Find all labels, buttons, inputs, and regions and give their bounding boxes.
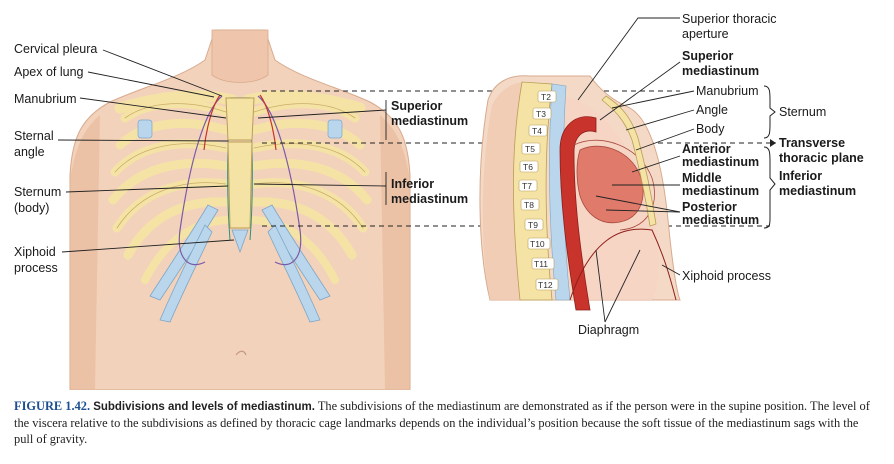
label-transverse-thoracic-plane-line2: thoracic plane xyxy=(779,151,864,165)
right-leader-lines xyxy=(577,17,695,323)
sternum-brace xyxy=(763,85,776,139)
left-labels: Cervical pleura Apex of lung Manubrium S… xyxy=(14,42,97,275)
lateral-section-illustration: T2 T3 T4 T5 T6 T7 T8 T9 T10 T11 T12 xyxy=(479,75,681,311)
vertebra-labels: T2 T3 T4 T5 T6 T7 T8 T9 T10 T11 T12 xyxy=(518,90,559,291)
inferior-mediastinum-brace xyxy=(763,146,776,229)
rib-cage xyxy=(108,99,372,284)
label-sternum-body-line2: (body) xyxy=(14,201,49,215)
label-inferior-mediastinum-right-line1: Inferior xyxy=(779,169,822,183)
diaphragm-line xyxy=(569,228,677,301)
caption-text: The subdivisions of the mediastinum are … xyxy=(14,399,870,446)
vertebra-t7: T7 xyxy=(522,181,532,191)
left-clavicle xyxy=(114,90,238,114)
label-apex-of-lung: Apex of lung xyxy=(14,65,84,79)
vertebra-t12: T12 xyxy=(538,280,553,290)
label-inferior-mediastinum-mid-line2: mediastinum xyxy=(391,192,468,206)
heart xyxy=(576,145,644,224)
label-manubrium-left: Manubrium xyxy=(14,92,77,106)
costal-cartilages xyxy=(137,119,343,323)
label-superior-thoracic-aperture-line1: Superior thoracic xyxy=(682,12,777,26)
label-manubrium-right: Manubrium xyxy=(696,84,759,98)
vertebra-t8: T8 xyxy=(524,200,534,210)
label-xiphoid-left-line1: Xiphoid xyxy=(14,245,56,259)
label-sternal-angle-line1: Sternal xyxy=(14,129,54,143)
vertebra-t9: T9 xyxy=(528,220,538,230)
mediastinum-figure: Cervical pleura Apex of lung Manubrium S… xyxy=(14,12,864,390)
label-posterior-mediastinum-line1: Posterior xyxy=(682,200,737,214)
vertebra-t3: T3 xyxy=(536,109,546,119)
sternum-front xyxy=(225,97,255,254)
caption-title: Subdivisions and levels of mediastinum. xyxy=(93,401,315,413)
right-labels: Superior thoracic aperture Superior medi… xyxy=(578,12,864,337)
vertebra-t2: T2 xyxy=(541,92,551,102)
label-superior-thoracic-aperture-line2: aperture xyxy=(682,27,729,41)
label-superior-mediastinum-right-line1: Superior xyxy=(682,49,734,63)
label-superior-mediastinum-right-line2: mediastinum xyxy=(682,64,759,78)
sternum-side xyxy=(601,95,657,227)
vertebra-t5: T5 xyxy=(525,144,535,154)
label-angle: Angle xyxy=(696,103,728,117)
label-body: Body xyxy=(696,122,725,136)
label-anterior-mediastinum-line2: mediastinum xyxy=(682,155,759,169)
label-sternum: Sternum xyxy=(779,105,826,119)
figure-caption: FIGURE 1.42. Subdivisions and levels of … xyxy=(14,398,880,447)
label-transverse-thoracic-plane-line1: Transverse xyxy=(779,136,845,150)
vertebra-t10: T10 xyxy=(530,239,545,249)
label-superior-mediastinum-mid-line2: mediastinum xyxy=(391,114,468,128)
label-inferior-mediastinum-right-line2: mediastinum xyxy=(779,184,856,198)
caption-figure-number: FIGURE 1.42. xyxy=(14,399,91,413)
label-inferior-mediastinum-mid-line1: Inferior xyxy=(391,177,434,191)
label-sternal-angle-line2: angle xyxy=(14,145,45,159)
label-superior-mediastinum-mid-line1: Superior xyxy=(391,99,443,113)
right-clavicle xyxy=(242,90,366,114)
vertebra-t11: T11 xyxy=(534,259,548,269)
label-posterior-mediastinum-line2: mediastinum xyxy=(682,213,759,227)
label-anterior-mediastinum-line1: Anterior xyxy=(682,142,731,156)
label-cervical-pleura: Cervical pleura xyxy=(14,42,97,56)
label-xiphoid-left-line2: process xyxy=(14,261,58,275)
left-leader-lines xyxy=(57,49,235,253)
vertebra-t4: T4 xyxy=(532,126,542,136)
label-xiphoid-right: Xiphoid process xyxy=(682,269,771,283)
anterior-torso-illustration xyxy=(69,29,411,390)
vertebra-t6: T6 xyxy=(523,162,533,172)
label-middle-mediastinum-line1: Middle xyxy=(682,171,722,185)
aorta xyxy=(559,116,597,311)
middle-labels: Superior mediastinum Inferior mediastinu… xyxy=(253,99,468,206)
label-sternum-body-line1: Sternum xyxy=(14,185,61,199)
label-diaphragm: Diaphragm xyxy=(578,323,639,337)
label-middle-mediastinum-line2: mediastinum xyxy=(682,184,759,198)
